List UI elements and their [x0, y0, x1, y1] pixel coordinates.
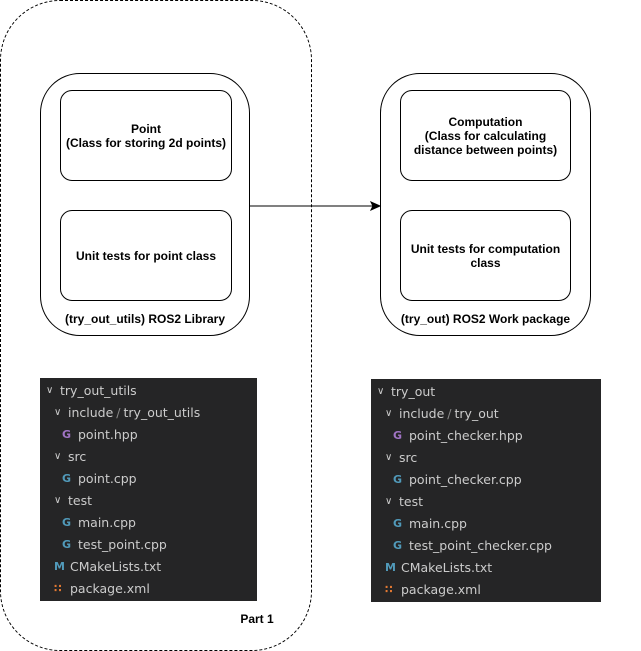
chevron-down-icon: ∨ [385, 496, 393, 507]
cpp-file-icon: G [62, 472, 72, 485]
chevron-down-icon: ∨ [54, 495, 62, 506]
work-label: (try_out) ROS2 Work package [400, 312, 571, 326]
tree-item-label: include [68, 405, 114, 420]
tree-item-label: package.xml [401, 582, 481, 597]
dependency-arrow [249, 200, 382, 212]
xml-file-icon: ∷ [54, 582, 62, 595]
tree-item-label: test [68, 493, 93, 508]
tree-item-label: src [399, 450, 418, 465]
tree-item-sublabel: try_out [454, 406, 499, 421]
point-class-box: Point (Class for storing 2d points) [60, 90, 232, 181]
chevron-down-icon: ∨ [385, 452, 393, 463]
path-separator: / [116, 405, 121, 420]
tree-item-label: test [399, 494, 424, 509]
library-package [40, 73, 250, 336]
computation-tests-box: Unit tests for computation class [400, 210, 571, 301]
chevron-down-icon: ∨ [54, 451, 62, 462]
tree-item-label: point.cpp [78, 471, 137, 486]
tree-item-label: main.cpp [78, 515, 136, 530]
tree-folder[interactable]: ∨ src [371, 447, 601, 469]
tree-file[interactable]: M CMakeLists.txt [371, 557, 601, 579]
cpp-file-icon: G [62, 538, 72, 551]
tree-item-label: CMakeLists.txt [401, 560, 493, 575]
tree-item-label: point_checker.hpp [409, 428, 523, 443]
chevron-down-icon: ∨ [54, 407, 62, 418]
point-tests-box: Unit tests for point class [60, 210, 232, 301]
tree-item-label: package.xml [70, 581, 150, 596]
tree-file[interactable]: M CMakeLists.txt [40, 556, 257, 578]
tree-item-label: point.hpp [78, 427, 138, 442]
chevron-down-icon: ∨ [385, 408, 393, 419]
computation-class-box: Computation (Class for calculating dista… [400, 90, 571, 181]
cpp-file-icon: G [393, 473, 403, 486]
tree-folder[interactable]: ∨ include/try_out [371, 403, 601, 425]
part1-label: Part 1 [240, 612, 274, 626]
tree-folder[interactable]: ∨ test [40, 490, 257, 512]
cpp-file-icon: G [62, 516, 72, 529]
tree-item-label: src [68, 449, 87, 464]
tree-item-label: point_checker.cpp [409, 472, 522, 487]
tree-file[interactable]: ∷ package.xml [40, 578, 257, 600]
xml-file-icon: ∷ [385, 583, 393, 596]
hpp-file-icon: G [62, 428, 72, 441]
chevron-down-icon: ∨ [46, 385, 54, 396]
tree-item-label: try_out [391, 384, 436, 399]
tree-item-label: main.cpp [409, 516, 467, 531]
work-package [380, 73, 591, 336]
tree-item-label: include [399, 406, 445, 421]
path-separator: / [447, 406, 452, 421]
hpp-file-icon: G [393, 429, 403, 442]
tree-item-sublabel: try_out_utils [123, 405, 201, 420]
library-label: (try_out_utils) ROS2 Library [64, 312, 226, 326]
cmake-file-icon: M [385, 561, 396, 574]
tree-folder[interactable]: ∨ test [371, 491, 601, 513]
tree-folder[interactable]: ∨ try_out [371, 381, 601, 403]
tree-item-label: test_point.cpp [78, 537, 167, 552]
cpp-file-icon: G [393, 539, 403, 552]
tree-item-label: try_out_utils [60, 383, 137, 398]
tree-folder[interactable]: ∨ include/try_out_utils [40, 402, 257, 424]
tree-folder[interactable]: ∨ src [40, 446, 257, 468]
tree-file[interactable]: ∷ package.xml [371, 579, 601, 601]
tree-folder[interactable]: ∨ try_out_utils [40, 380, 257, 402]
chevron-down-icon: ∨ [377, 386, 385, 397]
cmake-file-icon: M [54, 560, 65, 573]
cpp-file-icon: G [393, 517, 403, 530]
tree-item-label: test_point_checker.cpp [409, 538, 552, 553]
tree-item-label: CMakeLists.txt [70, 559, 162, 574]
